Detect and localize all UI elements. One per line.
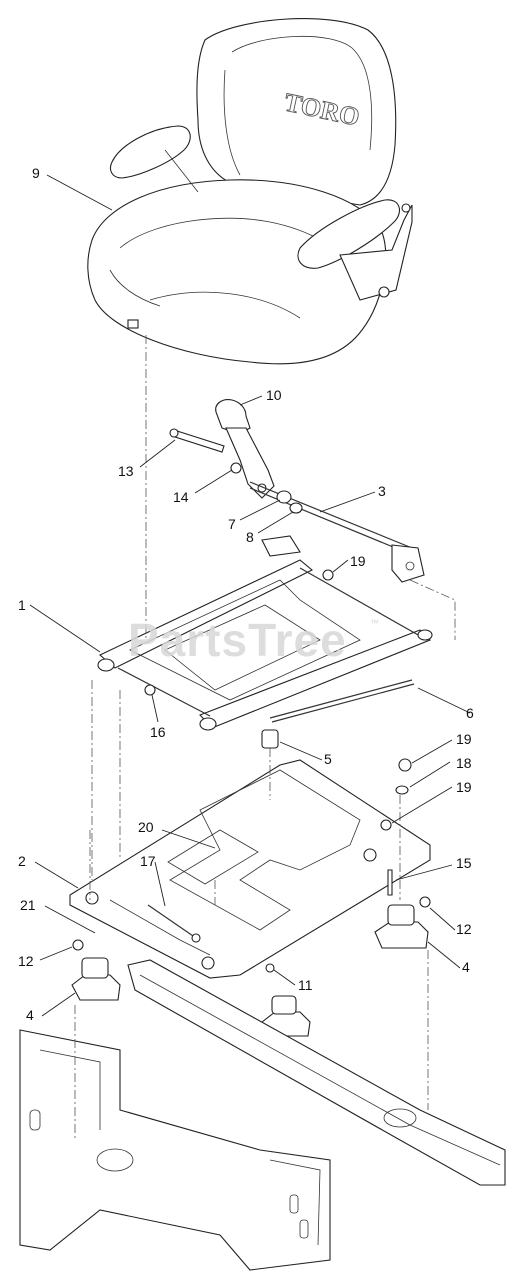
callout-13: 13 [118,463,134,479]
callout-20: 20 [138,819,154,835]
adjust-lever-assembly [169,399,425,583]
callout-19-right: 19 [456,779,472,795]
alignment-lines [74,335,456,1140]
watermark-text: PartsTree [128,614,347,666]
watermark-trademark: ™ [370,618,379,628]
callout-4-right: 4 [462,959,470,975]
callout-18: 18 [456,755,472,771]
callout-1: 1 [18,597,26,613]
callout-16: 16 [150,724,166,740]
callout-5: 5 [324,751,332,767]
callout-21: 21 [20,897,36,913]
watermark: PartsTree ™ [128,614,379,666]
callout-17: 17 [140,853,156,869]
seat-base-plate [69,729,431,979]
callout-9: 9 [32,165,40,181]
callout-14: 14 [173,489,189,505]
callout-6: 6 [466,705,474,721]
seat-rail-frame [97,559,433,731]
callout-10: 10 [266,387,282,403]
callout-12-right: 12 [456,921,472,937]
callout-3: 3 [378,483,386,499]
callout-8: 8 [246,529,254,545]
callout-4-left: 4 [26,1007,34,1023]
leader-lines [29,174,471,1017]
callout-19-upper-right: 19 [456,731,472,747]
callout-11: 11 [298,977,313,993]
callout-12-left: 12 [18,953,34,969]
callout-19-top: 19 [350,553,366,569]
callout-7: 7 [228,516,236,532]
callout-labels: 9 10 13 14 3 7 8 19 1 6 16 5 19 18 19 20… [18,165,474,1023]
callout-2: 2 [18,853,26,869]
callout-15: 15 [456,855,472,871]
chassis-frame [19,959,506,1271]
seat-assembly: TORO [87,18,413,365]
